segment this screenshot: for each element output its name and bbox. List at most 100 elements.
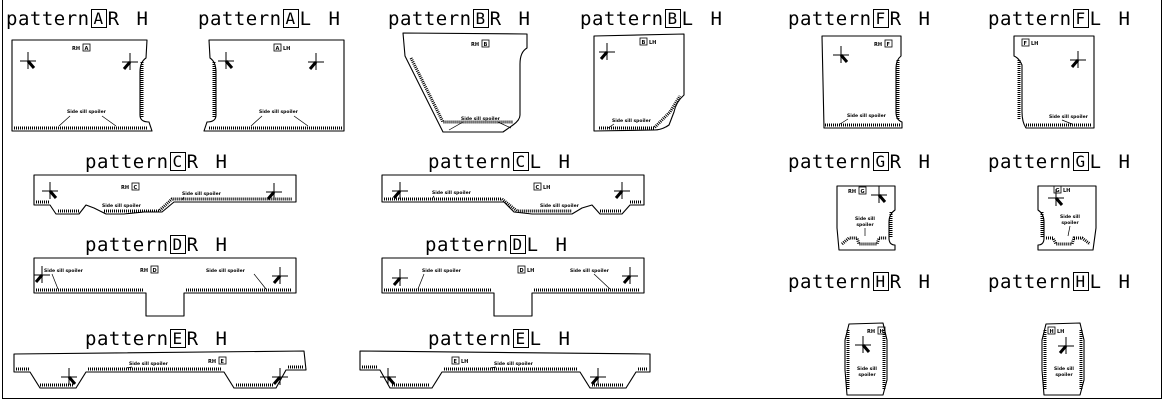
panel-tag-letter: D — [520, 268, 524, 274]
pattern-side: R H — [889, 271, 933, 293]
pattern-letter-box: E — [169, 329, 186, 348]
panel-tag-side: LH — [461, 359, 468, 365]
panel-tag-box — [517, 265, 526, 274]
mounting-mark-icon — [61, 368, 77, 385]
panel-tag-box — [82, 43, 91, 52]
leader-line — [431, 195, 435, 200]
panel-tag-letter: G — [1056, 188, 1060, 194]
panel-tag-box — [273, 43, 282, 52]
pattern-letter-box: G — [872, 152, 889, 171]
panel-outline — [33, 257, 297, 317]
spoiler-label: Side sill spoiler — [494, 361, 534, 367]
spoiler-label: Side sill spoiler — [67, 109, 107, 115]
leader-line — [293, 115, 309, 127]
panel-tag-side: RH — [121, 185, 129, 191]
spoiler-hatch — [409, 57, 513, 124]
leader-line — [101, 115, 117, 127]
panel-tag-box — [1021, 38, 1030, 47]
panel-outline — [359, 350, 651, 389]
panel-outline — [203, 39, 345, 132]
leader-line — [607, 123, 615, 129]
panel-outline — [1041, 322, 1085, 396]
spoiler-hatch — [1017, 60, 1092, 127]
panel-tag-side: RH — [140, 268, 148, 274]
spoiler-label: Side sill spoiler — [847, 113, 887, 119]
leader-line — [417, 273, 425, 290]
leader-line — [1067, 225, 1071, 237]
pattern-letter-box: H — [872, 272, 889, 291]
leader-line — [250, 115, 263, 127]
spoiler-hatch — [14, 62, 147, 130]
panel-tag-letter: H — [880, 329, 884, 335]
mounting-mark-icon — [1058, 337, 1074, 354]
panel-tag-box — [639, 37, 648, 46]
pattern-letter-box: B — [664, 9, 681, 28]
spoiler-label: Side sill spoiler — [102, 203, 142, 209]
pattern-word: pattern — [988, 271, 1072, 293]
leader-line — [253, 273, 267, 290]
mounting-mark-icon — [833, 46, 849, 63]
pattern-side: R H — [186, 328, 230, 350]
leader-line — [593, 273, 611, 290]
spoiler-label: spoiler — [1061, 220, 1079, 226]
panel-tag-letter: C — [536, 185, 540, 191]
pattern-side: L H — [299, 8, 343, 30]
panel-tag: FRH — [874, 39, 893, 48]
pattern-word: pattern — [988, 8, 1072, 30]
panel-tag-side: LH — [283, 46, 290, 52]
panel-outline — [821, 35, 903, 129]
pattern-word: pattern — [788, 271, 872, 293]
spoiler-hatch — [825, 60, 900, 127]
pattern-side: L H — [1089, 271, 1133, 293]
spoiler-label: Side sill — [1060, 214, 1080, 220]
spoiler-label: Side sill spoiler — [206, 268, 246, 274]
spoiler-label: spoiler — [1055, 372, 1073, 378]
panel-tag-side: RH — [867, 329, 875, 335]
panel-tag-side: RH — [848, 189, 856, 195]
pattern-side: L H — [681, 8, 725, 30]
panel-tag-side: LH — [649, 40, 656, 46]
mounting-mark-icon — [380, 368, 396, 385]
mounting-mark-icon — [266, 183, 282, 200]
panel-tag: GRH — [848, 186, 867, 195]
panel-outline — [11, 39, 153, 132]
pattern-letter-box: A — [282, 9, 299, 28]
panel-tag-side: RH — [72, 46, 80, 52]
panel-tag-letter: H — [1050, 329, 1054, 335]
pattern-side: L H — [1089, 151, 1133, 173]
spoiler-label: Side sill spoiler — [259, 109, 299, 115]
panel-tag-letter: A — [85, 46, 89, 52]
panel-f-rh: FRH Side sill spoiler — [821, 35, 903, 129]
pattern-letter-box: C — [169, 152, 186, 171]
panel-a-rh: A RH Side sill spoiler — [11, 39, 153, 132]
pattern-side: R H — [889, 151, 933, 173]
panel-tag-letter: F — [1024, 41, 1027, 47]
pattern-side: R H — [107, 8, 151, 30]
panel-tag-box — [533, 182, 542, 191]
leader-line — [51, 273, 59, 290]
spoiler-label: Side sill spoiler — [182, 191, 222, 197]
panel-tag: BRH — [471, 39, 490, 48]
pattern-word: pattern — [428, 328, 512, 350]
spoiler-label: Side sill spoiler — [129, 361, 169, 367]
pattern-word: pattern — [85, 328, 169, 350]
panel-tag-box — [451, 356, 460, 365]
leader-line — [58, 115, 71, 127]
